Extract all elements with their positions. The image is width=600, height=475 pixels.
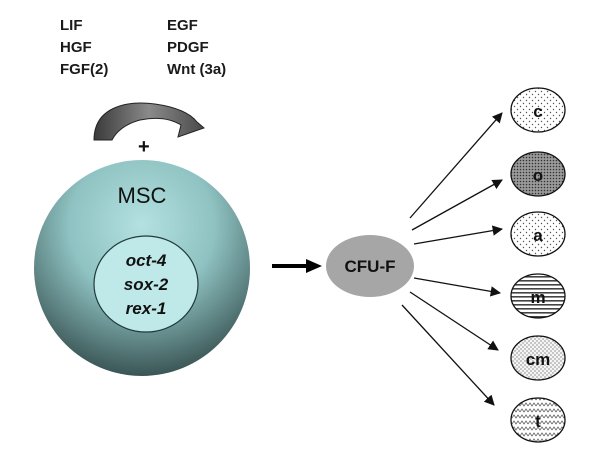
- lineage-cell-cm: cm: [510, 335, 566, 381]
- factors-left-column: LIF HGF FGF(2): [60, 17, 108, 78]
- msc-nucleus: [93, 235, 199, 333]
- self-renewal-arrow-icon: [93, 102, 205, 141]
- factor-label: PDGF: [167, 39, 209, 56]
- lineage-label: t: [535, 412, 541, 431]
- msc-cell: MSC oct-4 sox-2 rex-1: [34, 160, 250, 376]
- lineage-arrows: [401, 112, 504, 406]
- lineage-label: cm: [526, 350, 551, 369]
- lineage-cell-a: a: [510, 211, 566, 257]
- growth-factors: LIF HGF FGF(2) EGF PDGF Wnt (3a): [60, 17, 226, 78]
- msc-to-cfu-arrow-icon: [272, 259, 322, 273]
- lineage-cells: c o a m cm t: [510, 87, 566, 443]
- factors-right-column: EGF PDGF Wnt (3a): [167, 17, 226, 78]
- cfu-f-cell: CFU-F: [326, 235, 414, 297]
- lineage-arrow-icon: [409, 291, 499, 351]
- factor-label: EGF: [167, 17, 198, 34]
- factor-label: HGF: [60, 39, 92, 56]
- lineage-cell-t: t: [510, 397, 566, 443]
- factor-label: Wnt (3a): [167, 61, 226, 78]
- lineage-arrow-icon: [409, 112, 503, 219]
- plus-sign: +: [138, 136, 150, 158]
- cfu-f-ellipse: [326, 235, 414, 297]
- lineage-label: c: [533, 102, 542, 121]
- factor-label: LIF: [60, 17, 83, 34]
- lineage-label: m: [530, 288, 545, 307]
- lineage-arrow-icon: [401, 304, 495, 406]
- lineage-label: o: [533, 166, 543, 185]
- lineage-arrow-icon: [413, 277, 502, 297]
- factor-label: FGF(2): [60, 61, 108, 78]
- lineage-label: a: [533, 226, 543, 245]
- gene-label: oct-4: [126, 251, 167, 270]
- gene-label: sox-2: [124, 275, 169, 294]
- msc-label: MSC: [118, 183, 167, 208]
- gene-label: rex-1: [126, 299, 167, 318]
- lineage-cell-m: m: [510, 273, 566, 319]
- lineage-cell-c: c: [510, 87, 566, 133]
- lineage-cell-o: o: [510, 151, 566, 197]
- cfu-f-label: CFU-F: [345, 257, 396, 276]
- lineage-arrow-icon: [411, 179, 503, 231]
- lineage-arrow-icon: [413, 225, 504, 245]
